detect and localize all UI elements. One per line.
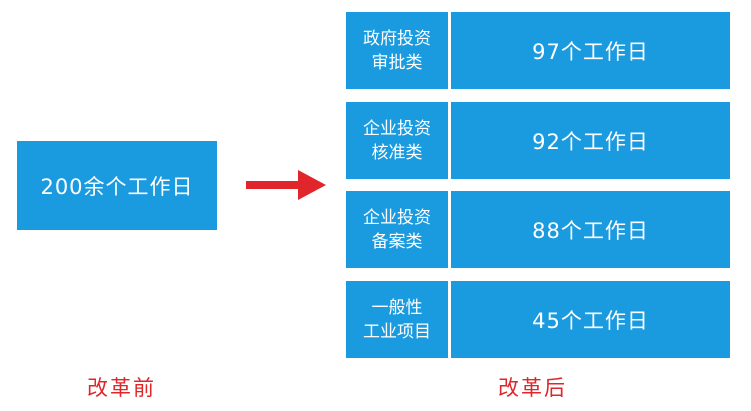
category-line1: 一般性 <box>371 297 423 318</box>
category-line2: 备案类 <box>371 231 423 252</box>
after-caption: 改革后 <box>498 376 567 400</box>
duration-label: 88个工作日 <box>532 218 649 243</box>
arrow-shaft <box>246 181 302 189</box>
before-duration-box: 200余个工作日 <box>17 141 217 230</box>
arrow-head <box>298 170 326 200</box>
duration-box-enterprise-filing: 88个工作日 <box>451 191 730 268</box>
right-arrow-icon <box>246 170 326 200</box>
category-line2: 核准类 <box>371 142 423 163</box>
category-box-enterprise-verification: 企业投资 核准类 <box>346 102 448 179</box>
category-line1: 企业投资 <box>363 207 431 228</box>
category-box-general-industrial: 一般性 工业项目 <box>346 281 448 358</box>
category-line2: 审批类 <box>371 52 423 73</box>
duration-box-general-industrial: 45个工作日 <box>451 281 730 358</box>
duration-box-government-approval: 97个工作日 <box>451 12 730 89</box>
category-line2: 工业项目 <box>363 321 431 342</box>
category-line1: 企业投资 <box>363 118 431 139</box>
duration-label: 92个工作日 <box>532 129 649 154</box>
category-box-enterprise-filing: 企业投资 备案类 <box>346 191 448 268</box>
before-duration-label: 200余个工作日 <box>40 174 194 199</box>
category-box-government-approval: 政府投资 审批类 <box>346 12 448 89</box>
duration-label: 45个工作日 <box>532 308 649 333</box>
before-caption: 改革前 <box>87 376 156 400</box>
category-line1: 政府投资 <box>363 28 431 49</box>
duration-label: 97个工作日 <box>532 39 649 64</box>
duration-box-enterprise-verification: 92个工作日 <box>451 102 730 179</box>
